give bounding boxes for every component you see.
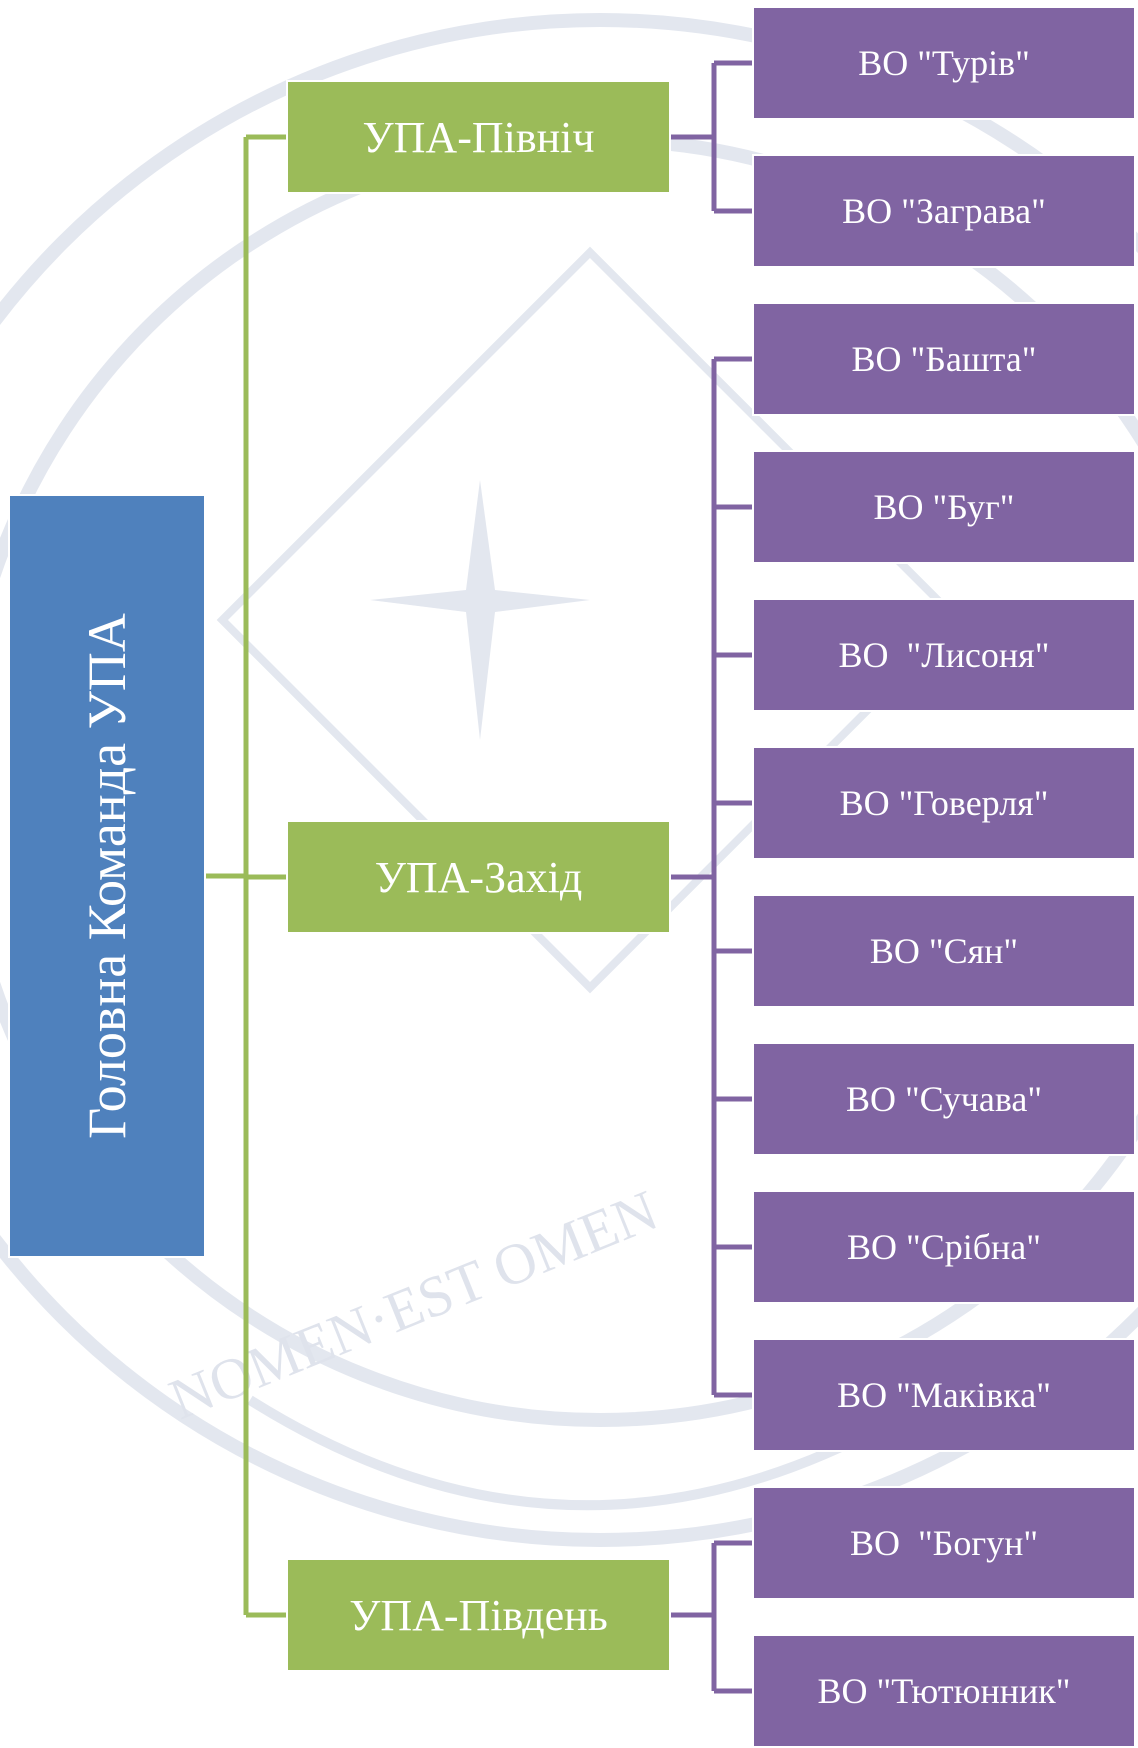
star-icon — [370, 480, 590, 740]
region-node-label: УПА-Захід — [374, 852, 583, 902]
unit-node-label: ВО "Заграва" — [842, 191, 1046, 231]
unit-node-label: ВО "Тютюнник" — [817, 1671, 1071, 1711]
unit-node-label: ВО "Лисоня" — [838, 635, 1050, 675]
unit-node-label: ВО "Говерля" — [839, 783, 1049, 823]
region-node-label: УПА-Північ — [362, 112, 595, 162]
unit-node: ВО "Заграва" — [752, 154, 1136, 268]
unit-node: ВО "Маківка" — [752, 1338, 1136, 1452]
unit-node-label: ВО "Сян" — [869, 931, 1019, 971]
unit-node: ВО "Сян" — [752, 894, 1136, 1008]
unit-node: ВО "Говерля" — [752, 746, 1136, 860]
unit-node: ВО "Башта" — [752, 302, 1136, 416]
unit-node-label: ВО "Маківка" — [837, 1375, 1051, 1415]
unit-node: ВО "Лисоня" — [752, 598, 1136, 712]
unit-node: ВО "Тютюнник" — [752, 1634, 1136, 1748]
unit-node-label: ВО "Башта" — [851, 339, 1037, 379]
unit-node: ВО "Срібна" — [752, 1190, 1136, 1304]
unit-node: ВО "Турів" — [752, 6, 1136, 120]
unit-node-label: ВО "Сучава" — [845, 1079, 1043, 1119]
unit-node-label: ВО "Срібна" — [847, 1227, 1041, 1267]
region-node: УПА-Південь — [286, 1558, 671, 1672]
unit-node-label: ВО "Богун" — [849, 1523, 1039, 1563]
root-node-label: Головна Команда УПА — [77, 613, 137, 1139]
seal-outer-ring — [0, 13, 1138, 1547]
unit-node: ВО "Сучава" — [752, 1042, 1136, 1156]
region-node: УПА-Захід — [286, 820, 671, 934]
unit-node-label: ВО "Турів" — [858, 43, 1030, 83]
root-node: Головна Команда УПА — [8, 494, 206, 1258]
unit-node: ВО "Буг" — [752, 450, 1136, 564]
region-node-label: УПА-Південь — [349, 1590, 608, 1640]
unit-node: ВО "Богун" — [752, 1486, 1136, 1600]
unit-node-label: ВО "Буг" — [873, 487, 1015, 527]
region-node: УПА-Північ — [286, 80, 671, 194]
